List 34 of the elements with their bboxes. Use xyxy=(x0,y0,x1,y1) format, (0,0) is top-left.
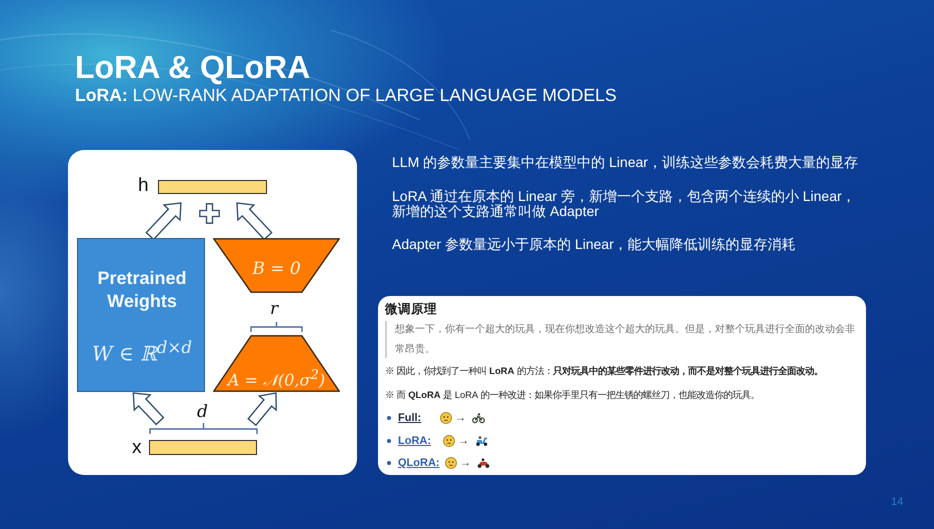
slide-title: LoRA & QLoRA xyxy=(75,50,310,85)
quote-text: 想象一下，你有一个超大的玩具，现在你想改造这个超大的玩具。但是，对整个玩具进行全面的改动会非常昂贵。 xyxy=(395,322,856,357)
arrow-symbol: → xyxy=(460,456,471,470)
trapezoid xyxy=(213,238,340,293)
trapezoid xyxy=(213,335,340,392)
page-number: 14 xyxy=(891,496,904,508)
block-arrow xyxy=(236,202,273,240)
dimension-label: r xyxy=(270,299,278,319)
note-text: ※ 因此，你找到了一种叫 LoRA 的方法：只对玩具中的某些零件进行改动，而不是对整个玩具进行全面改动。 xyxy=(385,364,823,378)
link: QLoRA: xyxy=(398,456,440,470)
vector-bar xyxy=(149,440,257,455)
info-card xyxy=(378,296,866,475)
vector-bar xyxy=(158,180,267,194)
note-text: ※ 而 QLoRA 是 LoRA 的一种改进：如果你手里只有一把生锈的螺丝刀，也能改造你的玩具。 xyxy=(385,388,760,402)
matrix-formula: W ∈ ℝ$^{d×d}$ xyxy=(91,337,193,366)
vector-label: x xyxy=(132,438,142,458)
arrow-symbol: → xyxy=(458,434,469,448)
link: LoRA: xyxy=(398,434,431,448)
link: Full: xyxy=(398,411,422,425)
vector-label: h xyxy=(138,176,149,196)
block-arrow xyxy=(145,202,182,240)
formula-label: B = 0 xyxy=(251,259,302,279)
box-title: Pretrained Weights xyxy=(96,267,188,313)
body-text: LLM 的参数量主要集中在模型中的 Linear，训练这些参数会耗费大量的显存 xyxy=(392,155,859,170)
dimension-label: d xyxy=(197,402,208,422)
body-text: LoRA 通过在原本的 Linear 旁，新增一个支路，包含两个连续的小 Linear，新增的这个支路通常叫做 Adapter xyxy=(392,189,857,219)
body-text: Adapter 参数量远小于原本的 Linear，能大幅降低训练的显存消耗 xyxy=(392,237,797,252)
arrow-symbol: → xyxy=(455,411,466,425)
slide-subtitle: LoRA: LOW-RANK ADAPTATION OF LARGE LANGUAGE MODELS xyxy=(75,86,617,105)
block-arrow xyxy=(247,392,277,426)
weights-box xyxy=(77,238,205,392)
block-arrow xyxy=(132,392,164,426)
formula-label: A = 𝒩(0,σ$^{2}$) xyxy=(226,367,326,390)
card-heading: 微调原理 xyxy=(385,302,437,316)
